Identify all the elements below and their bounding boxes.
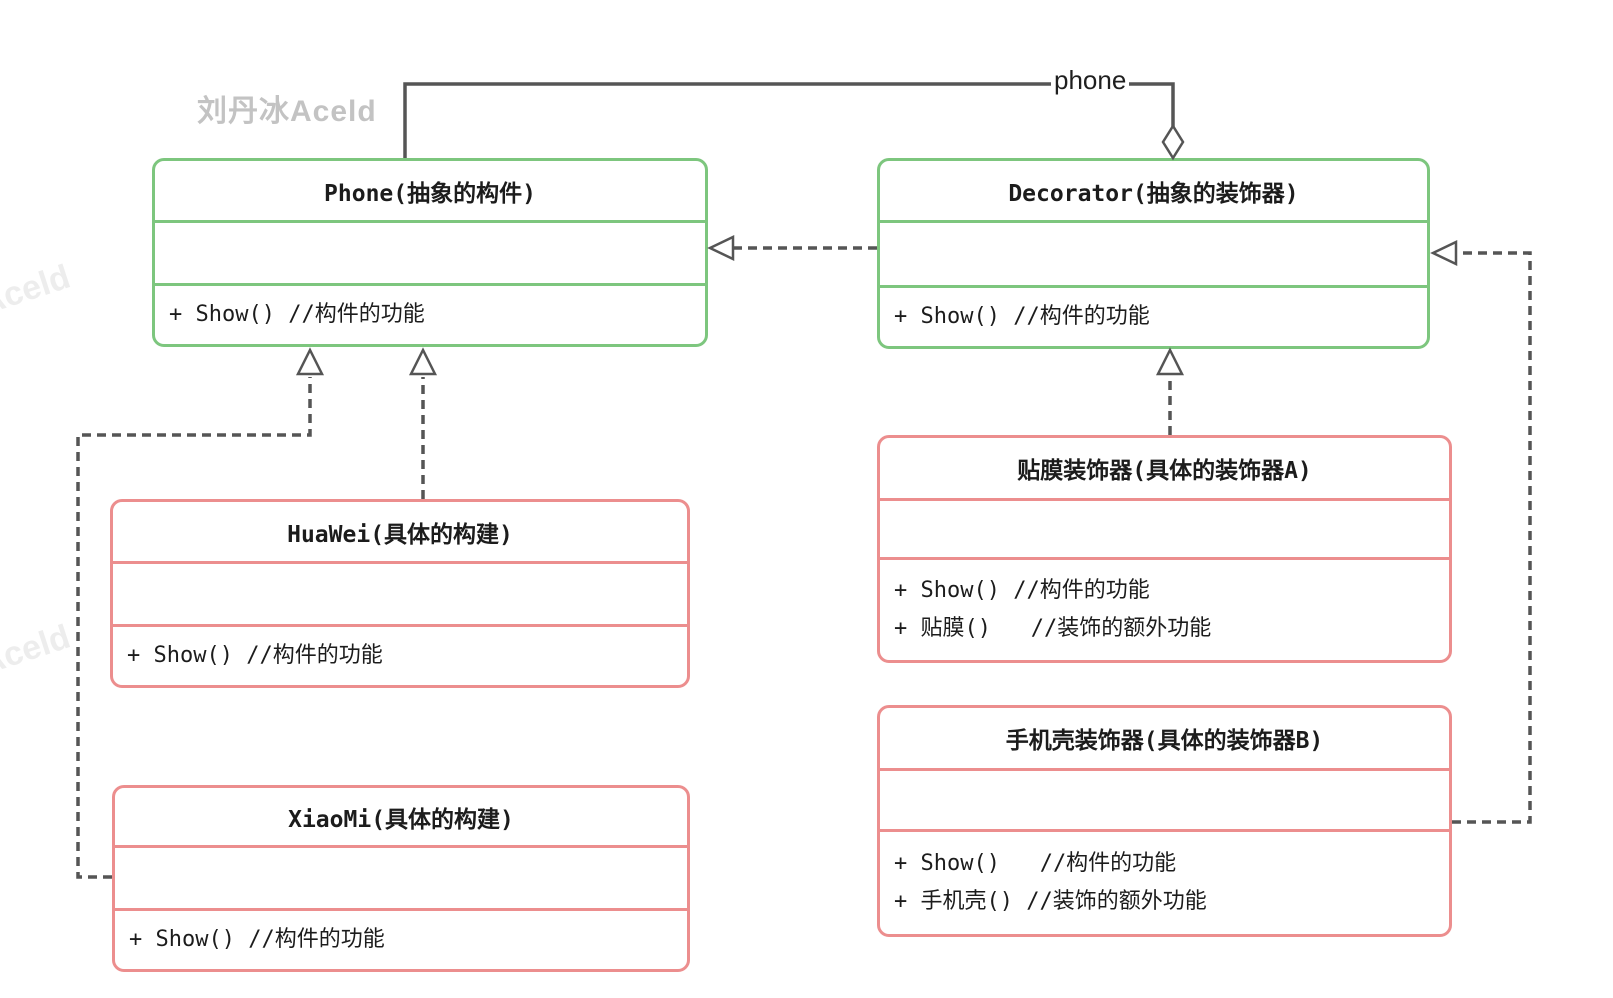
method-line: + 贴膜() //装饰的额外功能 [894,616,1212,641]
open-triangle-arrow-icon [295,347,325,376]
method-line: + Show() //构件的功能 [894,304,1150,329]
class-methods-phone: + Show() //构件的功能 [155,286,705,344]
realization-decorator-to-phone [707,235,877,261]
class-box-decorator: Decorator(抽象的装饰器) + Show() //构件的功能 [877,158,1430,349]
realization-film-decorator-to-decorator [1155,347,1185,435]
class-title-xiaomi: XiaoMi(具体的构建) [288,806,514,833]
open-triangle-arrow-icon [1155,347,1185,376]
class-title-film-decorator: 贴膜装饰器(具体的装饰器A) [1017,458,1312,484]
method-line: + Show() //构件的功能 [894,851,1177,876]
aggregation-label-phone: phone [1051,65,1130,96]
class-attributes-huawei [113,561,687,627]
class-methods-case-decorator: + Show() //构件的功能 + 手机壳() //装饰的额外功能 [880,832,1449,934]
realization-huawei-to-phone [408,347,438,499]
watermark-side-upper: 刘丹冰Aceld [0,257,75,354]
class-attributes-case-decorator [880,768,1449,832]
class-title-decorator: Decorator(抽象的装饰器) [1008,180,1299,207]
class-box-case-decorator: 手机壳装饰器(具体的装饰器B) + Show() //构件的功能 + 手机壳()… [877,705,1452,937]
class-methods-huawei: + Show() //构件的功能 [113,627,687,685]
method-line: + 手机壳() //装饰的额外功能 [894,889,1207,914]
open-triangle-arrow-icon [408,347,438,376]
class-box-film-decorator: 贴膜装饰器(具体的装饰器A) + Show() //构件的功能 + 贴膜() /… [877,435,1452,663]
method-line: + Show() //构件的功能 [894,578,1150,603]
class-title-case-decorator: 手机壳装饰器(具体的装饰器B) [1005,728,1324,754]
open-triangle-arrow-icon [707,235,735,261]
class-title-huawei: HuaWei(具体的构建) [287,521,513,548]
class-attributes-decorator [880,220,1427,288]
class-methods-film-decorator: + Show() //构件的功能 + 贴膜() //装饰的额外功能 [880,560,1449,660]
open-triangle-arrow-icon [1430,240,1458,266]
method-line: + Show() //构件的功能 [129,927,385,952]
method-line: + Show() //构件的功能 [169,302,425,327]
method-line: + Show() //构件的功能 [127,643,383,668]
class-methods-xiaomi: + Show() //构件的功能 [115,911,687,969]
class-attributes-phone [155,220,705,286]
watermark-author: 刘丹冰Aceld [197,95,377,128]
class-methods-decorator: + Show() //构件的功能 [880,288,1427,346]
watermark-side-lower: 刘丹冰Aceld [0,617,75,714]
class-box-phone: Phone(抽象的构件) + Show() //构件的功能 [152,158,708,347]
aggregation-diamond-icon [1161,123,1185,161]
class-box-xiaomi: XiaoMi(具体的构建) + Show() //构件的功能 [112,785,690,972]
class-attributes-film-decorator [880,498,1449,560]
class-attributes-xiaomi [115,845,687,911]
class-box-huawei: HuaWei(具体的构建) + Show() //构件的功能 [110,499,690,688]
class-title-phone: Phone(抽象的构件) [324,180,536,207]
